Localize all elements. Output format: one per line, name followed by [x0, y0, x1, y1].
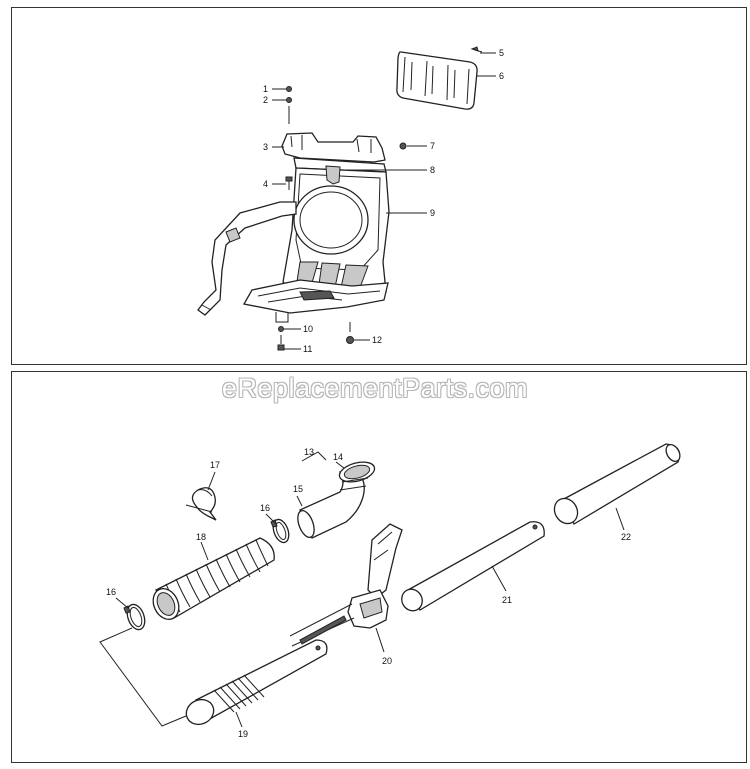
back-pad-part-6: [396, 51, 478, 110]
callout-7: 7: [430, 141, 435, 151]
callout-19: 19: [238, 729, 248, 739]
callout-15: 15: [293, 484, 303, 494]
callout-6: 6: [499, 71, 504, 81]
bottom-leader-lines: [99, 451, 625, 728]
washer-part-1: [286, 86, 292, 92]
callout-13: 13: [304, 447, 314, 457]
callout-11: 11: [303, 344, 312, 354]
callout-8: 8: [430, 165, 435, 175]
nut-part-7: [399, 142, 407, 150]
lower-tube-part-19: [185, 639, 328, 726]
washer-part-10: [278, 326, 284, 332]
callout-18: 18: [196, 532, 206, 542]
callout-17: 17: [210, 460, 220, 470]
backpack-frame-part-9: [242, 132, 390, 323]
hose-clamp-part-16-lower: [123, 603, 146, 631]
callout-4: 4: [263, 179, 268, 189]
middle-tube-part-21: [401, 521, 545, 612]
corrugated-hose-part-18: [152, 537, 275, 621]
callout-16-lower: 16: [106, 587, 116, 597]
callout-12: 12: [372, 335, 382, 345]
nozzle-tube-part-22: [553, 443, 681, 525]
nut-part-2: [286, 97, 292, 124]
callout-16-upper: 16: [260, 503, 270, 513]
callout-10: 10: [303, 324, 313, 334]
callout-9: 9: [430, 208, 435, 218]
bolt-part-11: [277, 335, 285, 351]
top-leader-lines: [272, 52, 496, 350]
callout-22: 22: [621, 532, 631, 542]
bolt-part-4: [285, 176, 293, 190]
nut-part-12: [346, 322, 354, 344]
callout-1: 1: [263, 84, 268, 94]
callout-20: 20: [382, 656, 392, 666]
handle-part-20: [289, 523, 403, 647]
shoulder-strap: [197, 201, 297, 316]
callout-2: 2: [263, 95, 268, 105]
hose-clamp-part-16-upper: [270, 518, 290, 544]
callout-3: 3: [263, 142, 268, 152]
clamp-part-17: [185, 487, 217, 521]
elbow-part-14: [297, 461, 376, 539]
callout-21: 21: [502, 595, 512, 605]
callout-5: 5: [499, 48, 504, 58]
screw-part-5: [470, 46, 483, 53]
callout-14: 14: [333, 452, 343, 462]
